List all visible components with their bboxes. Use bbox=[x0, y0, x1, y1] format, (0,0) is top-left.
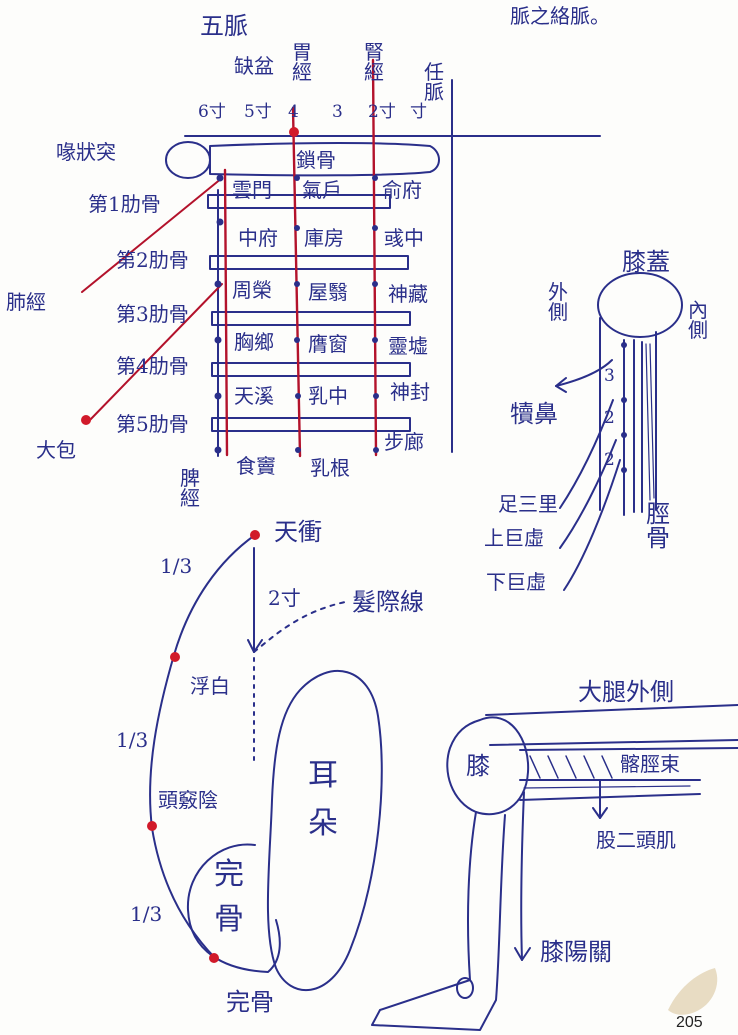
cun-mark-6: 6寸 bbox=[198, 102, 226, 122]
point-shidou: 食竇 bbox=[236, 454, 276, 478]
knee-front-points bbox=[621, 342, 627, 473]
lung-meridian-line bbox=[223, 168, 229, 457]
head-red-points bbox=[147, 530, 260, 963]
point-lingxu: 靈墟 bbox=[388, 334, 428, 358]
fraction-middle: 1/3 bbox=[116, 728, 149, 752]
point-xiyangguan: 膝陽關 bbox=[540, 938, 612, 966]
head-side-drawing bbox=[149, 534, 383, 992]
tianchong-red-dot bbox=[250, 530, 260, 540]
label-rib-1: 第1肋骨 bbox=[88, 192, 161, 216]
label-wangu-bottom: 完骨 bbox=[226, 988, 274, 1016]
point-touqiaoyin: 頭竅陰 bbox=[158, 788, 218, 812]
cun-mark-1: 寸 bbox=[410, 102, 427, 122]
kidney-meridian-line bbox=[371, 58, 378, 457]
chest-chart-title: 五脈 bbox=[200, 12, 248, 40]
point-ruzhong: 乳中 bbox=[308, 384, 348, 408]
point-bulang: 步廊 bbox=[384, 430, 424, 454]
label-knee: 膝 bbox=[466, 752, 490, 780]
knee-side-outer: 外側 bbox=[548, 280, 568, 324]
cun-mark-2: 2寸 bbox=[368, 102, 396, 122]
label-outer-thigh: 大腿外側 bbox=[578, 678, 674, 706]
point-wuyi: 屋翳 bbox=[308, 280, 348, 304]
head-distance-label: 2寸 bbox=[268, 586, 301, 610]
fubai-red-dot bbox=[170, 652, 180, 662]
label-ear: 耳朵 bbox=[308, 758, 338, 841]
label-coracoid: 喙狀突 bbox=[56, 140, 116, 164]
point-shencang: 神藏 bbox=[388, 282, 428, 306]
point-shufu: 俞府 bbox=[382, 178, 422, 202]
point-zhongfu: 中府 bbox=[238, 226, 278, 250]
knee-cun-2a: 2 bbox=[604, 408, 615, 428]
wangu-red-dot bbox=[209, 953, 219, 963]
label-biceps-femoris: 股二頭肌 bbox=[596, 828, 676, 852]
label-rib-5: 第5肋骨 bbox=[116, 412, 189, 436]
chest-points bbox=[214, 174, 379, 454]
label-lung-meridian: 肺經 bbox=[6, 290, 46, 314]
red-point-markers bbox=[81, 127, 299, 425]
knee-front-title: 膝蓋 bbox=[622, 248, 670, 276]
point-rugen: 乳根 bbox=[310, 456, 350, 480]
point-kufang: 庫房 bbox=[304, 226, 344, 250]
cun-mark-5: 5寸 bbox=[244, 102, 272, 122]
label-rib-3: 第3肋骨 bbox=[116, 302, 189, 326]
cun-mark-3: 3 bbox=[332, 102, 343, 122]
point-dubi: 犢鼻 bbox=[510, 400, 558, 428]
cun-mark-4: 4 bbox=[288, 102, 299, 122]
fraction-upper: 1/3 bbox=[160, 554, 193, 578]
point-tianxi: 天溪 bbox=[234, 384, 274, 408]
point-shangjuxu: 上巨虛 bbox=[484, 526, 544, 550]
column-label-quepen: 缺盆 bbox=[234, 54, 274, 78]
point-zhourong: 周榮 bbox=[232, 278, 272, 302]
knee-side-inner: 內側 bbox=[688, 298, 708, 342]
column-label-ren-mai: 任脈 bbox=[424, 60, 444, 104]
point-yunmen: 雲門 bbox=[232, 178, 272, 202]
label-dabao: 大包 bbox=[36, 438, 76, 462]
point-fubai: 浮白 bbox=[190, 674, 230, 698]
point-xiajuxu: 下巨虛 bbox=[486, 570, 546, 594]
column-label-stomach-meridian: 胃經 bbox=[292, 40, 312, 84]
label-spleen-meridian: 脾經 bbox=[180, 466, 200, 510]
point-xiongxiang: 胸鄉 bbox=[234, 330, 274, 354]
header-note: 脈之絡脈。 bbox=[510, 4, 610, 28]
point-yingchuang: 膺窗 bbox=[308, 332, 348, 356]
fraction-lower: 1/3 bbox=[130, 902, 163, 926]
point-zusanli: 足三里 bbox=[498, 492, 558, 516]
knee-cun-3: 3 bbox=[604, 366, 615, 386]
point-qihu: 氣戶 bbox=[302, 178, 342, 202]
knee-side-drawing bbox=[371, 704, 738, 1031]
label-rib-2: 第2肋骨 bbox=[116, 248, 189, 272]
column-label-kidney-meridian: 腎經 bbox=[364, 40, 384, 84]
label-tibia: 脛骨 bbox=[646, 500, 670, 552]
point-tianchong: 天衝 bbox=[274, 518, 322, 546]
touqiaoyin-red-dot bbox=[147, 821, 157, 831]
label-mastoid-bone: 完骨 bbox=[214, 857, 244, 937]
page-number: 205 bbox=[676, 1014, 703, 1031]
point-shenfeng: 神封 bbox=[390, 380, 430, 404]
label-iliotibial-band: 髂脛束 bbox=[620, 752, 680, 776]
label-rib-4: 第4肋骨 bbox=[116, 354, 189, 378]
knee-front-drawing bbox=[555, 272, 683, 591]
knee-cun-2b: 2 bbox=[604, 450, 615, 470]
daobao-red-dot bbox=[81, 415, 91, 425]
point-yuzhong: 彧中 bbox=[384, 226, 424, 250]
point-clavicle: 鎖骨 bbox=[296, 148, 336, 172]
publisher-logo-mark bbox=[668, 968, 718, 1015]
chest-chart-drawing bbox=[81, 79, 601, 457]
label-hairline: 髮際線 bbox=[352, 588, 424, 616]
quepen-red-dot bbox=[289, 127, 299, 137]
